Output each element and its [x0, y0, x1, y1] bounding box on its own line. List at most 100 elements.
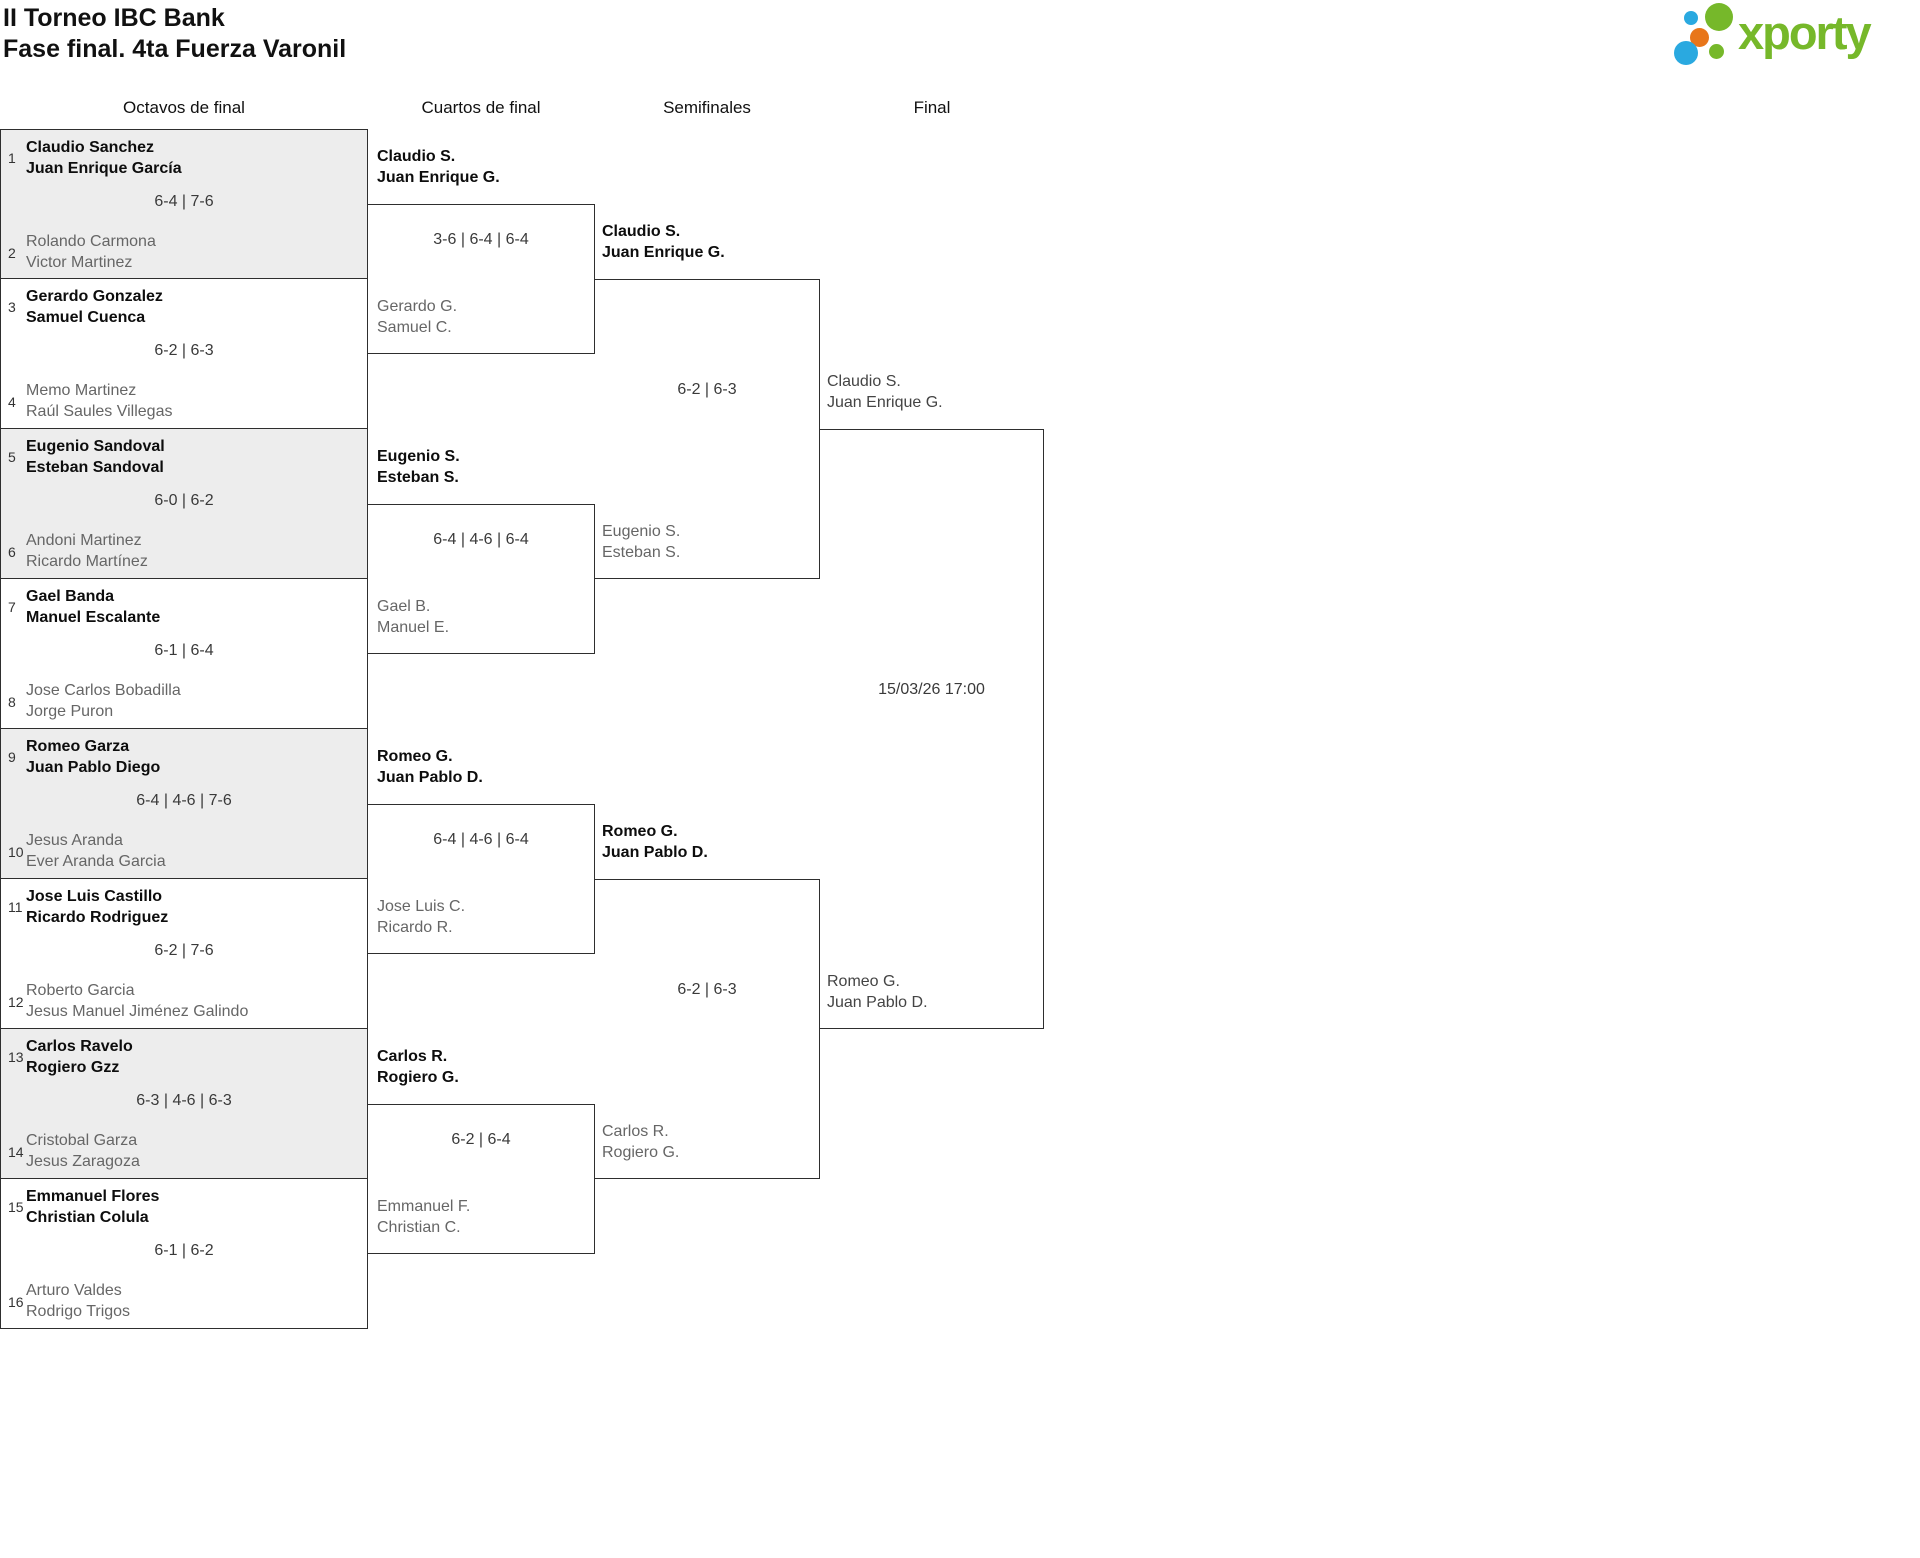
match-score: 6-2 | 6-3	[677, 981, 737, 998]
match-octavos-3[interactable]: 5 Eugenio Sandoval Esteban Sandoval 6-0 …	[0, 429, 368, 579]
player-name: Raúl Saules Villegas	[26, 403, 173, 420]
match-score: 6-2 | 6-4	[451, 1131, 511, 1148]
player-name: Rogiero G.	[377, 1069, 459, 1086]
player-name: Emmanuel F.	[377, 1198, 471, 1215]
team-loser: Memo Martinez Raúl Saules Villegas	[26, 380, 172, 422]
octavos-column: 1 Claudio Sanchez Juan Enrique García 6-…	[0, 129, 368, 1329]
player-name: Claudio Sanchez	[26, 139, 155, 156]
seed-number: 11	[8, 899, 23, 915]
player-name: Christian Colula	[26, 1209, 149, 1226]
seed-number: 8	[8, 694, 16, 710]
player-name: Gerardo Gonzalez	[26, 288, 163, 305]
player-name: Juan Enrique G.	[827, 394, 943, 411]
team-loser: Jose Carlos Bobadilla Jorge Puron	[26, 680, 181, 722]
match-score: 6-4 | 4-6 | 6-4	[433, 831, 529, 848]
player-name: Esteban Sandoval	[26, 459, 164, 476]
match-final[interactable]: 15/03/26 17:00	[820, 429, 1044, 1029]
seed-number: 5	[8, 449, 16, 465]
seed-number: 15	[8, 1199, 24, 1215]
logo-dot-green-small-icon	[1709, 44, 1724, 59]
player-name: Jose Carlos Bobadilla	[26, 682, 181, 699]
entrant-team-winner: Eugenio S. Esteban S.	[377, 446, 460, 488]
team-winner: Jose Luis Castillo Ricardo Rodriguez	[26, 886, 168, 928]
player-name: Romeo G.	[827, 973, 900, 990]
player-name: Romeo Garza	[26, 738, 130, 755]
match-semifinal-2[interactable]: 6-2 | 6-3	[595, 879, 820, 1179]
player-name: Esteban S.	[377, 469, 459, 486]
match-score: 6-2 | 6-3	[677, 381, 737, 398]
player-name: Manuel Escalante	[26, 609, 161, 626]
player-name: Jesus Zaragoza	[26, 1153, 140, 1170]
seed-number: 12	[8, 994, 24, 1010]
player-name: Jorge Puron	[26, 703, 114, 720]
team-winner: Carlos Ravelo Rogiero Gzz	[26, 1036, 133, 1078]
entrant-team-loser: Eugenio S. Esteban S.	[602, 521, 680, 563]
match-octavos-1[interactable]: 1 Claudio Sanchez Juan Enrique García 6-…	[0, 129, 368, 279]
entrant-team-winner: Carlos R. Rogiero G.	[377, 1046, 459, 1088]
match-cuartos-4[interactable]: 6-2 | 6-4	[368, 1104, 595, 1254]
entrant-team-winner: Romeo G. Juan Pablo D.	[602, 821, 708, 863]
match-cuartos-1[interactable]: 3-6 | 6-4 | 6-4	[368, 204, 595, 354]
entrant-team-loser: Emmanuel F. Christian C.	[377, 1196, 470, 1238]
player-name: Manuel E.	[377, 619, 450, 636]
player-name: Juan Pablo D.	[827, 994, 928, 1011]
player-name: Carlos Ravelo	[26, 1038, 133, 1055]
player-name: Rolando Carmona	[26, 233, 156, 250]
match-score: 6-4 | 7-6	[154, 193, 214, 210]
seed-number: 4	[8, 394, 16, 410]
player-name: Ricardo Rodriguez	[26, 909, 169, 926]
logo-dot-orange-icon	[1690, 28, 1709, 47]
player-name: Cristobal Garza	[26, 1132, 138, 1149]
team-winner: Gael Banda Manuel Escalante	[26, 586, 160, 628]
team-loser: Arturo Valdes Rodrigo Trigos	[26, 1280, 130, 1322]
match-score: 6-4 | 4-6 | 7-6	[136, 792, 232, 809]
logo-wordmark: xporty	[1738, 6, 1872, 59]
player-name: Claudio S.	[827, 373, 901, 390]
match-octavos-7[interactable]: 13 Carlos Ravelo Rogiero Gzz 6-3 | 4-6 |…	[0, 1029, 368, 1179]
seed-number: 10	[8, 844, 24, 860]
tournament-name: II Torneo IBC Bank	[3, 4, 225, 32]
match-cuartos-3[interactable]: 6-4 | 4-6 | 6-4	[368, 804, 595, 954]
match-score: 6-2 | 6-3	[154, 342, 214, 359]
logo-dot-blue-large-icon	[1674, 41, 1698, 65]
match-octavos-8[interactable]: 15 Emmanuel Flores Christian Colula 6-1 …	[0, 1179, 368, 1329]
player-name: Ever Aranda Garcia	[26, 853, 166, 870]
match-octavos-4[interactable]: 7 Gael Banda Manuel Escalante 6-1 | 6-4 …	[0, 579, 368, 729]
logo-dot-green-large-icon	[1705, 3, 1733, 31]
logo-dot-blue-small-icon	[1684, 11, 1698, 25]
player-name: Andoni Martinez	[26, 532, 142, 549]
match-semifinal-1[interactable]: 6-2 | 6-3	[595, 279, 820, 579]
player-name: Gael B.	[377, 598, 431, 615]
team-winner: Gerardo Gonzalez Samuel Cuenca	[26, 286, 163, 328]
player-name: Roberto Garcia	[26, 982, 135, 999]
match-octavos-2[interactable]: 3 Gerardo Gonzalez Samuel Cuenca 6-2 | 6…	[0, 279, 368, 429]
match-score: 6-1 | 6-4	[154, 642, 214, 659]
match-score: 6-0 | 6-2	[154, 492, 214, 509]
xporty-logo[interactable]: xporty	[1672, 2, 1902, 68]
team-loser: Roberto Garcia Jesus Manuel Jiménez Gali…	[26, 980, 248, 1022]
player-name: Memo Martinez	[26, 382, 137, 399]
seed-number: 3	[8, 299, 16, 315]
player-name: Ricardo Martínez	[26, 553, 148, 570]
match-octavos-6[interactable]: 11 Jose Luis Castillo Ricardo Rodriguez …	[0, 879, 368, 1029]
player-name: Samuel Cuenca	[26, 309, 146, 326]
player-name: Carlos R.	[602, 1123, 669, 1140]
player-name: Emmanuel Flores	[26, 1188, 160, 1205]
player-name: Romeo G.	[377, 748, 453, 765]
round-header-octavos: Octavos de final	[123, 98, 245, 117]
entrant-team-loser: Gerardo G. Samuel C.	[377, 296, 457, 338]
match-score: 6-3 | 4-6 | 6-3	[136, 1092, 232, 1109]
player-name: Eugenio S.	[602, 523, 681, 540]
entrant-team-loser: Gael B. Manuel E.	[377, 596, 449, 638]
team-winner: Emmanuel Flores Christian Colula	[26, 1186, 159, 1228]
seed-number: 1	[8, 150, 16, 166]
seed-number: 7	[8, 599, 16, 615]
team-winner: Claudio Sanchez Juan Enrique García	[26, 137, 182, 179]
match-cuartos-2[interactable]: 6-4 | 4-6 | 6-4	[368, 504, 595, 654]
match-octavos-5[interactable]: 9 Romeo Garza Juan Pablo Diego 6-4 | 4-6…	[0, 729, 368, 879]
team-winner: Romeo Garza Juan Pablo Diego	[26, 736, 160, 778]
player-name: Jesus Aranda	[26, 832, 123, 849]
player-name: Gerardo G.	[377, 298, 458, 315]
page-title: II Torneo IBC Bank Fase final. 4ta Fuerz…	[3, 3, 346, 65]
